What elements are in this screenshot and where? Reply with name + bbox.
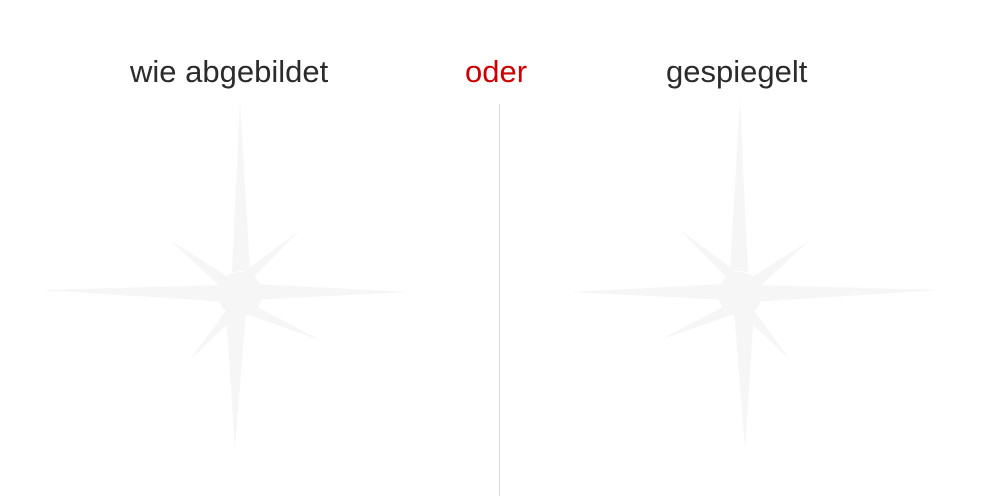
- option-as-shown-label[interactable]: wie abgebildet: [130, 54, 329, 89]
- option-mirrored-panel[interactable]: [500, 100, 980, 500]
- star-figure-as-shown: [40, 100, 410, 450]
- center-divider: [499, 104, 500, 496]
- option-mirrored-label[interactable]: gespiegelt: [666, 54, 808, 89]
- option-as-shown-panel[interactable]: [0, 100, 480, 500]
- star-figure-mirrored: [570, 100, 940, 450]
- separator-oder-text: oder: [465, 54, 528, 89]
